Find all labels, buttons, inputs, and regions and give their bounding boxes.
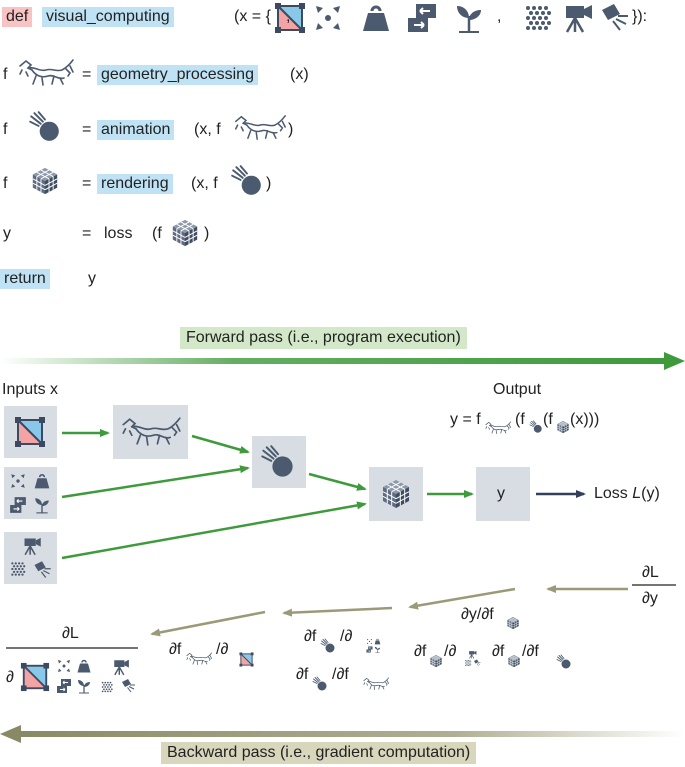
animation-node	[252, 436, 306, 488]
grad-df: ∂f	[492, 643, 505, 660]
output-expr-end: (x)))	[570, 411, 600, 428]
dot-pattern-icon	[464, 659, 472, 667]
camera-icon	[112, 658, 130, 676]
particles-icon	[366, 638, 373, 645]
equals: =	[82, 175, 92, 192]
grad-slash-df: /∂f	[332, 666, 349, 683]
plant-icon	[374, 646, 381, 653]
plant-icon	[76, 678, 92, 694]
comma: ,	[497, 8, 502, 25]
def-keyword: def	[2, 7, 33, 27]
comet-ball-icon	[320, 638, 336, 654]
equals: =	[82, 225, 92, 242]
geometry-processing-fn: geometry_processing	[97, 65, 258, 85]
grad-dy-denominator: ∂y	[642, 590, 658, 607]
equals: =	[82, 121, 92, 138]
grad-total-d: ∂	[6, 669, 14, 686]
comet-ball-icon	[556, 654, 572, 670]
dot-pattern-icon	[100, 680, 114, 694]
input-physics-node	[4, 467, 57, 519]
swap-icon	[56, 678, 72, 694]
mesh-quad-icon	[239, 652, 254, 667]
swap-icon	[366, 646, 373, 653]
rendering-fn: rendering	[97, 174, 173, 194]
rubik-cube-icon	[506, 616, 520, 630]
close-paren: )	[288, 121, 294, 138]
output-expr-mid: (f	[515, 411, 525, 428]
dragon-icon	[185, 651, 213, 666]
grad-dL-numerator: ∂L	[642, 564, 659, 581]
signature-close: }):	[632, 8, 648, 25]
animation-fn: animation	[97, 120, 175, 140]
input-geometry-node	[4, 406, 57, 458]
comet-ball-icon	[312, 676, 328, 692]
dragon-icon	[362, 676, 390, 691]
forward-pass-arrow	[0, 352, 685, 370]
grad-df: ∂f	[169, 641, 182, 658]
backward-pass-arrow	[0, 725, 685, 743]
rubik-cube-icon	[507, 654, 521, 668]
light-icon	[473, 659, 481, 667]
weight-icon	[76, 658, 92, 674]
grad-slash-df: /∂f	[522, 643, 539, 660]
output-label: Output	[493, 381, 542, 398]
close-paren: )	[204, 225, 210, 242]
inputs-label: Inputs x	[2, 381, 59, 398]
geometry-node	[113, 405, 188, 459]
loss-args: (f	[152, 225, 162, 242]
grad-df: ∂f	[296, 666, 309, 683]
light-icon	[120, 678, 136, 694]
grad-slash-d: /∂	[216, 641, 229, 658]
forward-pass-label: Forward pass (i.e., program execution)	[180, 327, 467, 349]
anim-args: (x, f	[194, 121, 221, 138]
output-expr-y: y = f	[450, 411, 481, 428]
weight-icon	[374, 638, 381, 645]
loss-node: y	[476, 467, 530, 521]
f-label: f	[3, 121, 8, 138]
close-paren: )	[266, 175, 272, 192]
f-label: f	[3, 175, 8, 192]
loss-fn: loss	[104, 225, 133, 242]
grad-total-numerator: ∂L	[62, 625, 79, 642]
grad-slash-d: /∂	[444, 643, 457, 660]
output-expr-inner: (f	[543, 411, 553, 428]
grad-dy-df: ∂y/∂f	[461, 606, 494, 623]
rendering-node	[369, 467, 423, 521]
y-var: y	[3, 225, 11, 242]
input-rendering-node	[4, 532, 57, 584]
geo-args: (x)	[290, 66, 309, 83]
f-label: f	[3, 66, 8, 83]
loss-label: Loss L(y)	[594, 485, 660, 502]
backward-pass-label: Backward pass (i.e., gradient computatio…	[161, 742, 477, 764]
return-keyword: return	[0, 269, 50, 289]
return-value: y	[88, 270, 96, 287]
signature-open: (x = {	[234, 8, 271, 25]
rubik-cube-icon	[429, 654, 443, 668]
equals: =	[82, 66, 92, 83]
camera-icon	[468, 650, 477, 659]
y-node-label: y	[497, 485, 505, 502]
comma: ,	[286, 8, 291, 25]
grad-slash-d: /∂	[340, 628, 353, 645]
particles-icon	[56, 658, 72, 674]
render-args: (x, f	[191, 175, 218, 192]
mesh-quad-icon	[20, 662, 50, 692]
grad-df: ∂f	[414, 643, 427, 660]
function-name: visual_computing	[42, 7, 174, 27]
grad-df: ∂f	[304, 628, 317, 645]
